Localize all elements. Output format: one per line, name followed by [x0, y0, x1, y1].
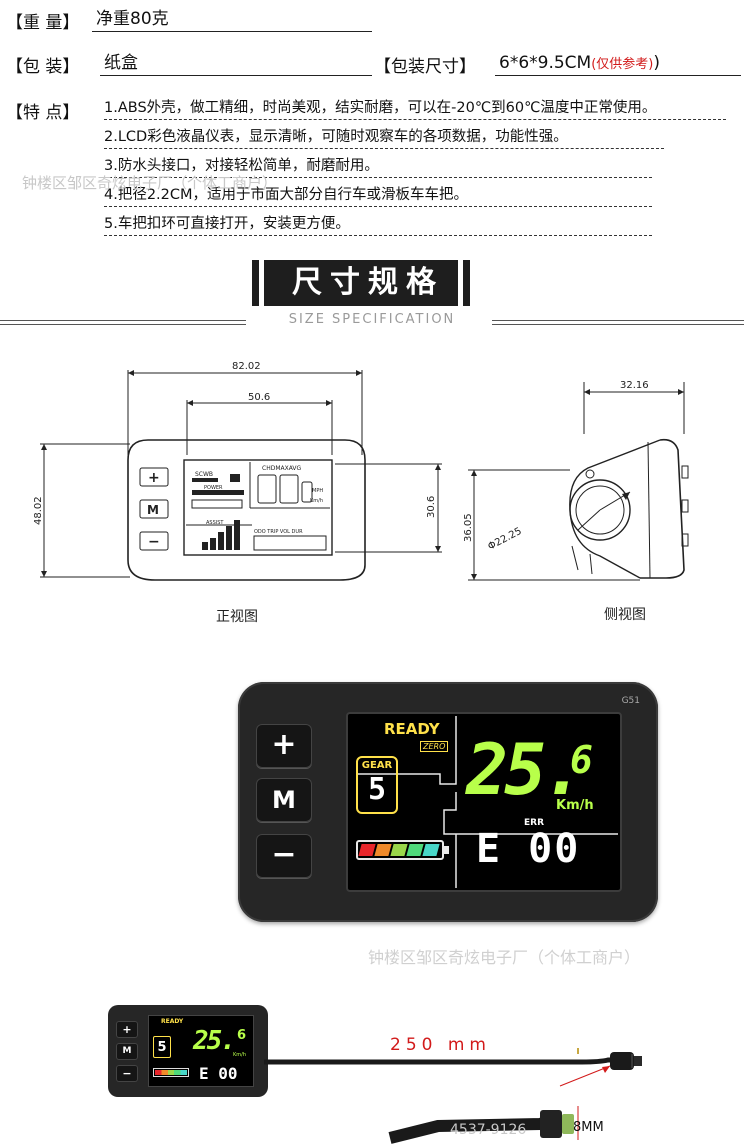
- mode-button[interactable]: M: [256, 778, 312, 822]
- section-line-right: [492, 320, 744, 325]
- small-gear: 5: [153, 1036, 171, 1058]
- plus-button[interactable]: +: [256, 724, 312, 768]
- err-label: ERR: [524, 818, 545, 828]
- minus-button[interactable]: −: [256, 834, 312, 878]
- lcd-label-mph: MPH: [312, 488, 323, 494]
- side-view-drawing: 32.16 36.05 Φ22.25: [463, 380, 689, 581]
- section-title-bar-right: [463, 260, 470, 306]
- package-size-close: ): [653, 53, 661, 73]
- weight-value: 净重80克: [92, 8, 372, 32]
- battery-cells: [358, 844, 440, 856]
- small-ready: READY: [161, 1018, 184, 1025]
- speed-unit: Km/h: [556, 798, 594, 813]
- speed-integer: 25.: [466, 729, 584, 811]
- feature-item-1: 1.ABS外壳，做工精细，时尚美观，结实耐磨，可以在-20℃到60℃温度中正常使…: [104, 98, 726, 120]
- lcd-label-top: CHDMAXAVG: [262, 465, 302, 472]
- lcd-label-kmh: Km/h: [310, 498, 323, 504]
- side-view-label: 侧视图: [604, 607, 646, 623]
- gear-value: 5: [367, 772, 387, 807]
- zero-text: ZERO: [420, 741, 449, 752]
- features-label: 【特 点】: [6, 103, 80, 123]
- weight-label: 【重 量】: [6, 13, 80, 33]
- dim-height-screen: 30.6: [426, 496, 437, 518]
- dim-width-total: 82.02: [232, 361, 261, 372]
- feature-item-3: 3.防水头接口，对接轻松简单，耐磨耐用。: [104, 156, 652, 178]
- small-speed: 25.: [193, 1026, 236, 1056]
- battery-indicator: [356, 840, 449, 860]
- cable-drawing: 4537-9126: [264, 1048, 642, 1144]
- front-btn-m: M: [147, 503, 159, 517]
- small-err: E 00: [199, 1064, 238, 1083]
- section-title-bar-left: [252, 260, 259, 306]
- gear-label: GEAR: [361, 760, 393, 771]
- package-value: 纸盒: [100, 52, 372, 76]
- section-line-left: [0, 320, 246, 325]
- dim-side-height: 36.05: [463, 513, 474, 542]
- feature-item-5: 5.车把扣环可直接打开，安装更方便。: [104, 214, 652, 236]
- small-battery: [153, 1068, 189, 1077]
- dim-depth: 32.16: [620, 380, 649, 391]
- feature-item-2: 2.LCD彩色液晶仪表，显示清晰，可随时观察车的各项数据，功能性强。: [104, 127, 664, 149]
- section-subtitle: SIZE SPECIFICATION: [288, 312, 456, 327]
- battery-cell: [422, 844, 440, 856]
- package-size-label: 【包装尺寸】: [374, 57, 476, 77]
- front-view-drawing: 82.02 50.6 48.02 30.6 + M − CHDMAXAVG SC…: [33, 361, 442, 581]
- battery-tip: [444, 846, 449, 854]
- section-title-box: [264, 260, 458, 306]
- connector-diameter-label: 8MM: [573, 1120, 604, 1135]
- lcd-label-power: POWER: [204, 485, 223, 491]
- gear-box: GEAR 5: [356, 756, 398, 814]
- watermark-bottom: 钟楼区邹区奇炫电子厂（个体工商户）: [368, 948, 641, 967]
- front-btn-minus: −: [148, 534, 160, 550]
- battery-cell: [374, 844, 392, 856]
- front-btn-plus: +: [148, 470, 160, 486]
- feature-item-4: 4.把径2.2CM，适用于市面大部分自行车或滑板车车把。: [104, 185, 652, 207]
- ready-text: READY: [384, 720, 440, 738]
- battery-cell: [390, 844, 408, 856]
- package-label: 【包 装】: [6, 57, 80, 77]
- lcd-label-assist: ASSIST: [206, 520, 224, 526]
- speed-decimal: 6: [570, 738, 593, 782]
- dim-diameter: Φ22.25: [486, 526, 523, 553]
- small-battery-fill: [155, 1070, 187, 1075]
- model-label: G51: [621, 696, 640, 706]
- small-minus-button[interactable]: −: [116, 1065, 138, 1082]
- small-display-device: + M − READY 5 25. 6 Km/h E 00: [108, 1005, 268, 1097]
- section-title: 尺寸规格: [292, 265, 444, 300]
- cable-length-label: 250 mm: [390, 1035, 491, 1055]
- small-lcd-screen: READY 5 25. 6 Km/h E 00: [148, 1015, 254, 1087]
- cable-id-text: 4537-9126: [450, 1122, 526, 1138]
- small-plus-button[interactable]: +: [116, 1021, 138, 1038]
- battery-cell: [406, 844, 424, 856]
- front-view-label: 正视图: [216, 609, 258, 625]
- display-device: G51 + M − READY ZERO GEAR 5 25. 6 Km/h E…: [238, 682, 658, 922]
- lcd-screen: READY ZERO GEAR 5 25. 6 Km/h ERR E 00: [346, 712, 622, 892]
- package-size-text: 6*6*9.5CM: [499, 53, 592, 73]
- small-mode-button[interactable]: M: [116, 1043, 138, 1060]
- lcd-label-row: ODO TRIP VOL DUR: [254, 529, 303, 535]
- err-value: E 00: [476, 826, 581, 872]
- lcd-label-scwb: SCWB: [195, 471, 213, 478]
- small-speed-unit: Km/h: [233, 1052, 247, 1058]
- package-size-note: (仅供参考): [591, 57, 654, 72]
- battery-cell: [358, 844, 376, 856]
- small-speed-dec: 6: [237, 1028, 247, 1043]
- package-size-value: 6*6*9.5CM(仅供参考)): [495, 52, 741, 76]
- watermark-top: 钟楼区邹区奇炫电子厂（个体工商户）: [22, 174, 278, 192]
- dim-width-screen: 50.6: [248, 392, 270, 403]
- lcd-frame-lines: [356, 716, 618, 888]
- dim-height-total: 48.02: [33, 496, 44, 525]
